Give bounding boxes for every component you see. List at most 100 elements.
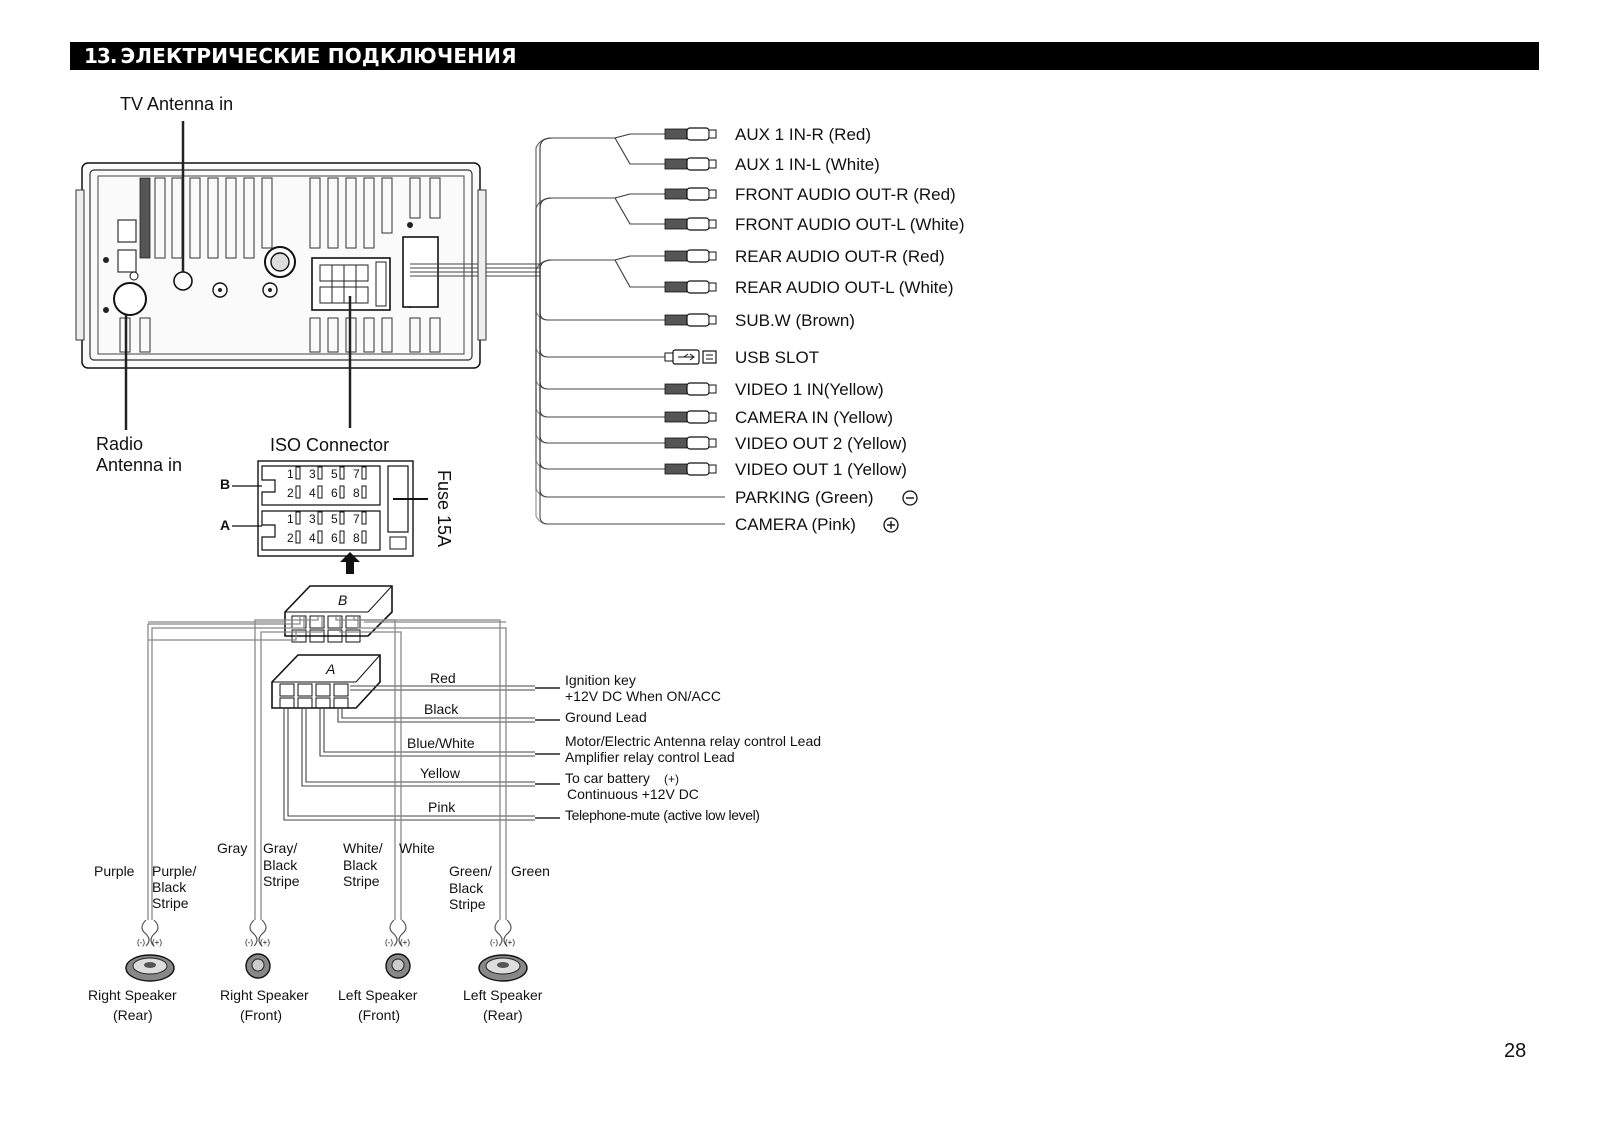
rca-wire — [539, 193, 665, 270]
wire-purple-black-3: Stripe — [152, 895, 189, 911]
wire-purple: Purple — [94, 863, 135, 879]
wire-desc-battery-symbol: (+) — [664, 772, 679, 786]
iso-pin-number: 4 — [309, 531, 316, 545]
wire-purple-black-1: Purple/ — [152, 863, 196, 879]
radio-antenna-label-line2: Antenna in — [96, 455, 182, 475]
rca-wire — [539, 270, 665, 418]
tv-antenna-socket — [173, 271, 193, 291]
rca-plug-body — [664, 314, 688, 326]
polarity-neg: (-) — [137, 938, 145, 947]
rca-plug-body — [664, 250, 688, 262]
rca-output-item: REAR AUDIO OUT-L (White) — [535, 259, 954, 297]
wire-white: White — [399, 840, 435, 856]
wire-white-black-1: White/ — [343, 840, 383, 856]
wire-green-black-1: Green/ — [449, 863, 492, 879]
fuse-label: Fuse 15A — [434, 470, 454, 547]
polarity-neg: (-) — [490, 938, 498, 947]
iso-pin-number: 6 — [331, 486, 338, 500]
rca-output-list: AUX 1 IN-R (Red)AUX 1 IN-L (White)FRONT … — [535, 125, 965, 534]
rca-plug-body — [664, 383, 688, 395]
radio-antenna-label-line1: Radio — [96, 434, 143, 454]
wire-gray-black-3: Stripe — [263, 873, 300, 889]
iso-pin-slot — [339, 511, 345, 525]
arrow-up-icon — [340, 552, 360, 574]
rca-output-label: PARKING (Green) — [735, 488, 874, 507]
speaker-icon: (-) (+) — [125, 919, 175, 982]
iso-pin-number: 7 — [353, 467, 360, 481]
wire-green-black-3: Stripe — [449, 896, 486, 912]
rca-plug-body — [664, 437, 688, 449]
rca-output-item: VIDEO OUT 2 (Yellow) — [535, 270, 907, 453]
wire-gray-black-1: Gray/ — [263, 840, 297, 856]
iso-pin-number: 3 — [309, 467, 316, 481]
rca-output-item: CAMERA IN (Yellow) — [535, 270, 893, 427]
wire-color-yellow: Yellow — [420, 765, 461, 781]
rca-plug-body — [664, 463, 688, 475]
speaker-wires — [147, 616, 507, 920]
wire-color-pink: Pink — [428, 799, 456, 815]
iso-pin-slot — [317, 511, 323, 525]
connector-a-letter: A — [325, 661, 335, 677]
rca-output-item: CAMERA (Pink) — [535, 270, 899, 534]
radio-antenna-socket — [113, 282, 147, 316]
rca-wire — [539, 270, 665, 321]
rca-wire — [539, 137, 665, 270]
power-wire-labels: Red Black Blue/White Yellow Pink — [407, 670, 475, 815]
rca-plug-tip — [686, 410, 710, 424]
power-wire-descriptions: Ignition key +12V DC When ON/ACC Ground … — [535, 672, 821, 823]
polarity-pos: (+) — [400, 938, 410, 947]
iso-pin-number: 4 — [309, 486, 316, 500]
rca-plug-body — [664, 411, 688, 423]
iso-pin-number: 2 — [287, 531, 294, 545]
wire-color-black: Black — [424, 701, 459, 717]
rca-output-label: CAMERA (Pink) — [735, 515, 856, 534]
iso-pin-number: 8 — [353, 531, 360, 545]
plus-symbol-icon — [883, 517, 899, 533]
iso-pin-slot — [295, 485, 301, 499]
wire-desc-telephone-mute: Telephone-mute (active low level) — [565, 807, 760, 823]
section-header: 13.ЭЛЕКТРИЧЕСКИЕ ПОДКЛЮЧЕНИЯ — [70, 42, 1539, 70]
speaker-label-line2: (Rear) — [483, 1007, 523, 1023]
wire-desc-ignition-2: +12V DC When ON/ACC — [565, 688, 721, 704]
rca-output-item: FRONT AUDIO OUT-L (White) — [535, 197, 965, 270]
rca-plug-tip — [686, 280, 710, 294]
iso-pin-number: 8 — [353, 486, 360, 500]
iso-row-a-label: A — [220, 517, 230, 533]
iso-pin-number: 1 — [287, 467, 294, 481]
speaker-icon: (-)(+) — [478, 919, 528, 982]
iso-pin-slot — [361, 485, 367, 499]
wire-green-black-2: Black — [449, 880, 484, 896]
rca-wire — [539, 270, 725, 525]
wire-desc-ignition-1: Ignition key — [565, 672, 636, 688]
iso-pin-number: 3 — [309, 512, 316, 526]
minus-symbol-icon — [902, 490, 918, 506]
speaker-icon: (-)(+) — [245, 919, 271, 979]
iso-pin-slot — [295, 530, 301, 544]
speaker-icon: (-) (+) — [385, 919, 411, 979]
iso-pin-slot — [339, 485, 345, 499]
polarity-pos: (+) — [152, 938, 162, 947]
wire-desc-continuous: Continuous +12V DC — [567, 786, 699, 802]
rca-plug-body — [664, 281, 688, 293]
iso-pin-number: 5 — [331, 512, 338, 526]
section-number: 13. — [84, 44, 117, 68]
iso-pin-slot — [317, 530, 323, 544]
wire-white-black-2: Black — [343, 857, 378, 873]
wire-color-blue-white: Blue/White — [407, 735, 475, 751]
wire-desc-ground: Ground Lead — [565, 709, 647, 725]
iso-pin-number: 2 — [287, 486, 294, 500]
wire-color-red: Red — [430, 670, 456, 686]
rca-output-label: FRONT AUDIO OUT-L (White) — [735, 215, 965, 234]
rca-wire — [539, 270, 665, 358]
rca-wire — [539, 270, 665, 390]
rca-output-item: AUX 1 IN-L (White) — [535, 137, 880, 270]
polarity-neg: (-) — [385, 938, 393, 947]
page-number: 28 — [1504, 1040, 1527, 1062]
speaker-group: (-)(+)Right Speaker(Rear)(-)(+)Right Spe… — [88, 919, 543, 1023]
speaker-label-line1: Right Speaker — [88, 987, 177, 1003]
iso-pin-slot — [361, 530, 367, 544]
wire-gray-black-2: Black — [263, 857, 298, 873]
rca-plug-tip — [686, 313, 710, 327]
